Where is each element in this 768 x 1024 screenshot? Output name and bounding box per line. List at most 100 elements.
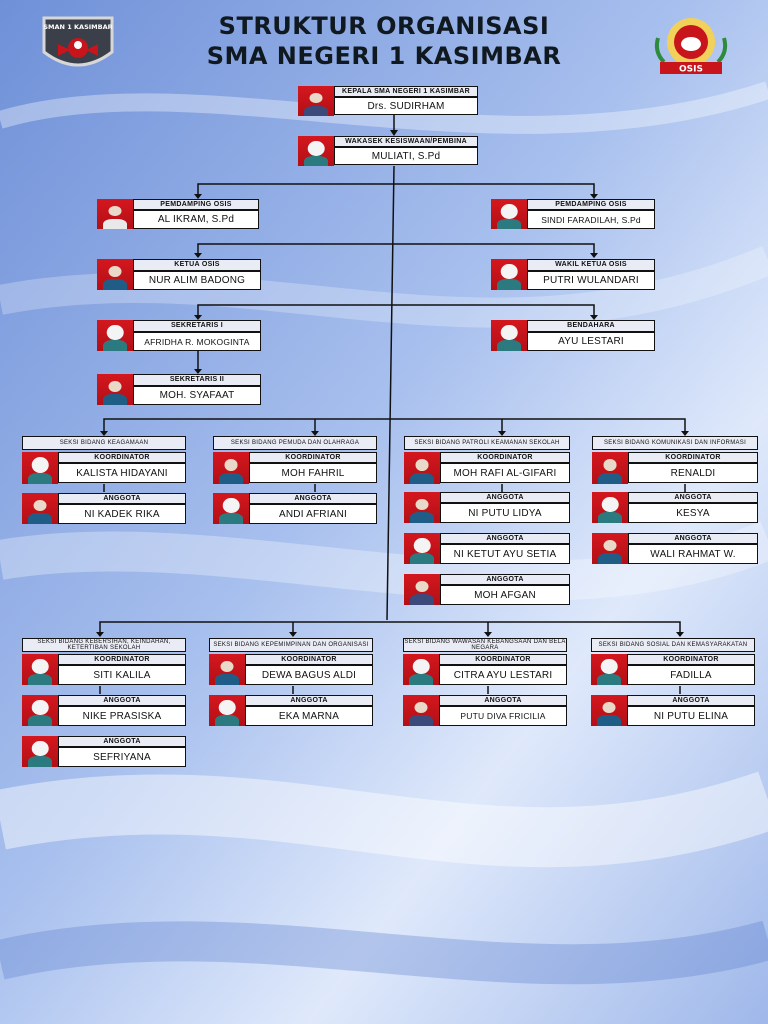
seksi-title: SEKSI BIDANG KOMUNIKASI DAN INFORMASI [592, 436, 758, 450]
member-photo [404, 533, 440, 564]
role-label: ANGGOTA [628, 492, 758, 503]
seksi-title: SEKSI BIDANG KEBERSIHAN, KEINDAHAN, KETE… [22, 638, 186, 652]
member-name: CITRA AYU LESTARI [439, 665, 567, 685]
member-name: MOH RAFI AL-GIFARI [440, 463, 570, 483]
member-photo [591, 654, 627, 685]
role-label: ANGGOTA [440, 492, 570, 503]
member-photo [97, 199, 133, 229]
role-label: BENDAHARA [527, 320, 655, 332]
member-name: AL IKRAM, S.Pd [133, 210, 259, 229]
member-name: MOH AFGAN [440, 585, 570, 605]
role-label: KOORDINATOR [58, 452, 186, 463]
member-photo [592, 452, 628, 484]
role-label: KOORDINATOR [627, 654, 755, 665]
osis-logo-icon: OSIS [654, 18, 728, 75]
role-label: KOORDINATOR [440, 452, 570, 463]
role-label: ANGGOTA [627, 695, 755, 706]
seksi-title: SEKSI BIDANG SOSIAL DAN KEMASYARAKATAN [591, 638, 755, 652]
member-photo [22, 654, 58, 685]
role-label: ANGGOTA [439, 695, 567, 706]
member-photo [97, 320, 133, 351]
member-photo [22, 695, 58, 726]
member-photo [97, 374, 133, 405]
member-photo [213, 452, 249, 484]
member-photo [22, 493, 58, 524]
member-photo [209, 695, 245, 726]
role-label: ANGGOTA [440, 533, 570, 544]
svg-text:OSIS: OSIS [679, 65, 703, 75]
role-label: KOORDINATOR [58, 654, 186, 665]
member-name: DEWA BAGUS ALDI [245, 665, 373, 685]
member-name: PUTRI WULANDARI [527, 271, 655, 290]
member-name: NI KADEK RIKA [58, 504, 186, 524]
role-label: ANGGOTA [58, 736, 186, 747]
role-label: ANGGOTA [58, 695, 186, 706]
member-photo [403, 695, 439, 726]
role-label: PEMDAMPING OSIS [527, 199, 655, 210]
member-photo [491, 199, 527, 229]
member-photo [592, 492, 628, 523]
role-label: ANGGOTA [628, 533, 758, 544]
member-name: SEFRIYANA [58, 747, 186, 767]
seksi-title: SEKSI BIDANG KEPEMIMPINAN DAN ORGANISASI [209, 638, 373, 652]
member-name: RENALDI [628, 463, 758, 483]
role-label: ANGGOTA [249, 493, 377, 504]
member-photo [404, 492, 440, 523]
member-name: NI PUTU ELINA [627, 706, 755, 726]
member-name: Drs. SUDIRHAM [334, 97, 478, 115]
role-label: KOORDINATOR [439, 654, 567, 665]
member-photo [22, 452, 58, 484]
member-photo [97, 259, 133, 290]
member-name: NI PUTU LIDYA [440, 503, 570, 523]
seksi-title: SEKSI BIDANG PEMUDA DAN OLAHRAGA [213, 436, 377, 450]
member-photo [403, 654, 439, 685]
svg-text:SMAN 1 KASIMBAR: SMAN 1 KASIMBAR [43, 23, 112, 31]
member-photo [592, 533, 628, 564]
role-label: KOORDINATOR [628, 452, 758, 463]
member-photo [491, 259, 527, 290]
member-name: AYU LESTARI [527, 332, 655, 351]
member-name: EKA MARNA [245, 706, 373, 726]
member-photo [491, 320, 527, 351]
role-label: ANGGOTA [58, 493, 186, 504]
role-label: KOORDINATOR [249, 452, 377, 463]
role-label: ANGGOTA [440, 574, 570, 585]
member-name: KALISTA HIDAYANI [58, 463, 186, 483]
member-name: SITI KALILA [58, 665, 186, 685]
role-label: KETUA OSIS [133, 259, 261, 271]
seksi-title: SEKSI BIDANG KEAGAMAAN [22, 436, 186, 450]
member-name: PUTU DIVA FRICILIA [439, 706, 567, 726]
role-label: KEPALA SMA NEGERI 1 KASIMBAR [334, 86, 478, 97]
member-photo [404, 574, 440, 605]
member-photo [298, 136, 334, 166]
member-name: AFRIDHA R. MOKOGINTA [133, 332, 261, 351]
member-name: FADILLA [627, 665, 755, 685]
role-label: WAKIL KETUA OSIS [527, 259, 655, 271]
role-label: WAKASEK KESISWAAN/PEMBINA [334, 136, 478, 147]
role-label: SEKRETARIS I [133, 320, 261, 332]
school-logo-icon: SMAN 1 KASIMBAR [42, 16, 114, 67]
member-photo [22, 736, 58, 767]
member-name: NI KETUT AYU SETIA [440, 544, 570, 564]
member-name: MULIATI, S.Pd [334, 147, 478, 165]
page-title-line1: STRUKTUR ORGANISASI [218, 12, 550, 40]
member-name: WALI RAHMAT W. [628, 544, 758, 564]
member-photo [591, 695, 627, 726]
role-label: ANGGOTA [245, 695, 373, 706]
member-name: MOH FAHRIL [249, 463, 377, 483]
member-photo [404, 452, 440, 484]
member-name: ANDI AFRIANI [249, 504, 377, 524]
role-label: PEMDAMPING OSIS [133, 199, 259, 210]
role-label: KOORDINATOR [245, 654, 373, 665]
member-photo [209, 654, 245, 685]
role-label: SEKRETARIS II [133, 374, 261, 386]
member-name: MOH. SYAFAAT [133, 386, 261, 405]
member-name: KESYA [628, 503, 758, 523]
member-name: NIKE PRASISKA [58, 706, 186, 726]
member-photo [213, 493, 249, 524]
page-title-line2: SMA NEGERI 1 KASIMBAR [206, 42, 562, 70]
member-photo [298, 86, 334, 116]
member-name: SINDI FARADILAH, S.Pd [527, 210, 655, 229]
seksi-title: SEKSI BIDANG WAWASAN KEBANGSAAN DAN BELA… [403, 638, 567, 652]
